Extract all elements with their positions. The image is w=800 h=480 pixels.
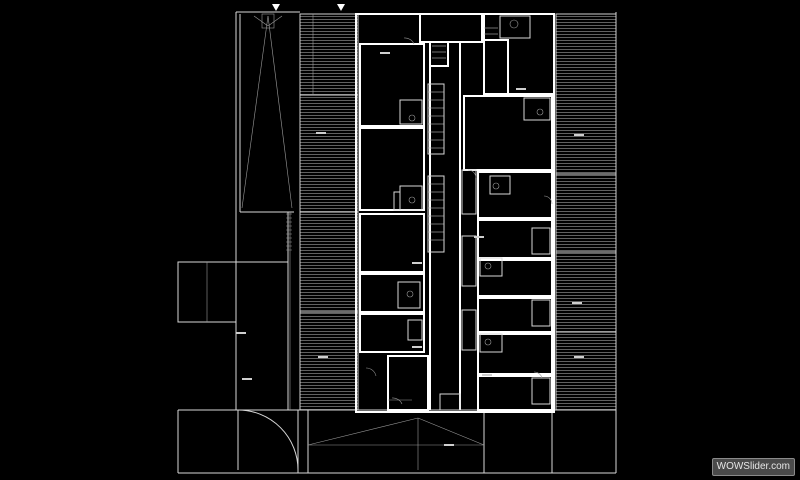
entrance-ramp	[239, 13, 294, 213]
edge-hatch	[286, 213, 292, 251]
building-walls	[355, 13, 555, 413]
entry-marker-icon	[272, 4, 280, 11]
hatched-paving	[289, 13, 617, 411]
courtyard-area	[177, 261, 553, 473]
watermark-badge[interactable]: WOWSlider.com	[711, 458, 795, 476]
interior-fixtures	[365, 15, 553, 405]
entry-marker-icon	[337, 4, 345, 11]
stair-treads	[428, 27, 498, 241]
entry-markers	[272, 4, 345, 11]
level-markers	[236, 52, 584, 446]
